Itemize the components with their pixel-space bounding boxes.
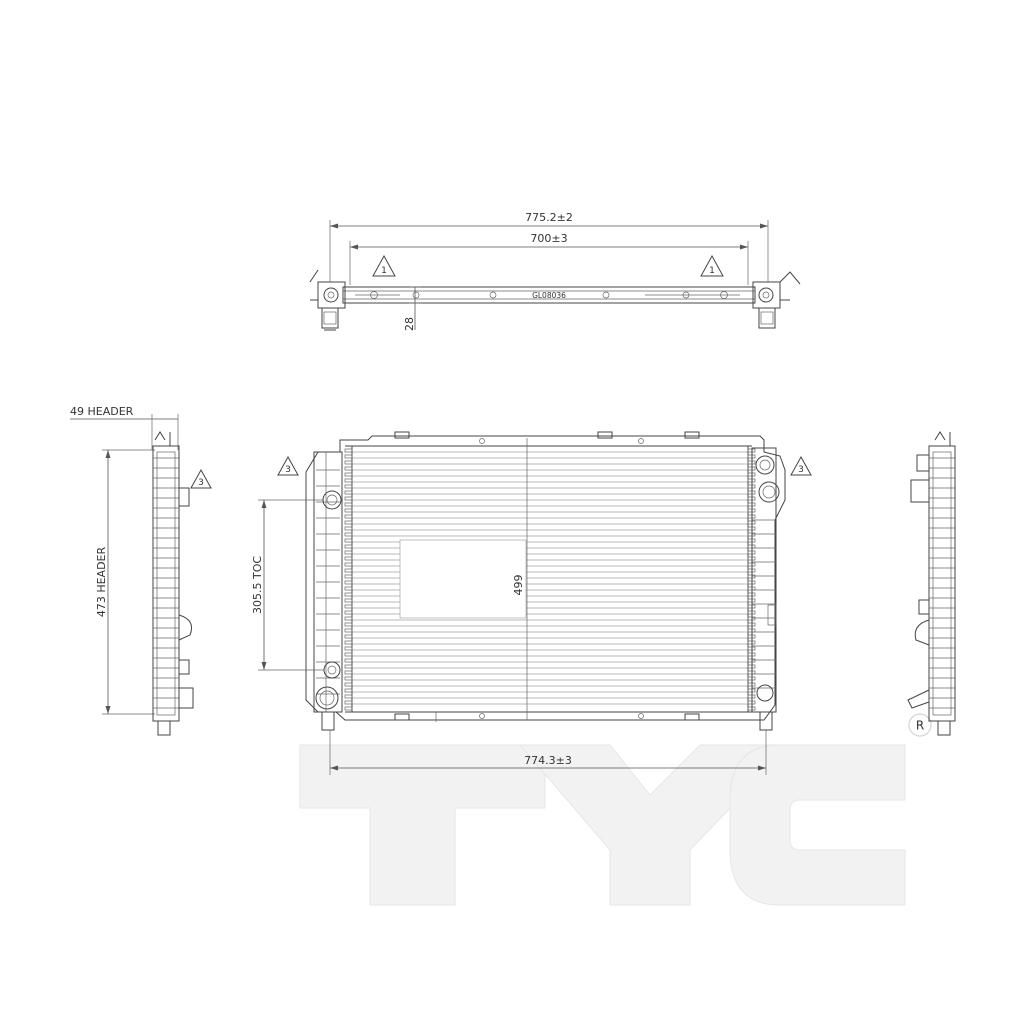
- drawing-rect: [344, 694, 353, 699]
- drawing-rect: [344, 478, 353, 483]
- drawing-rect: [344, 502, 353, 507]
- top-view: 775.2±2 700±3 1 1 GL08036: [309, 211, 801, 331]
- drawing-rect: [344, 676, 353, 681]
- drawing-rect: [344, 682, 353, 687]
- callout-triangle-3-left: [277, 455, 299, 476]
- dim-toc: 305.5 TOC: [251, 556, 264, 614]
- dim-overall-width-top: 775.2±2: [525, 211, 573, 224]
- dim-inner-width-top: 700±3: [530, 232, 567, 245]
- drawing-rect: [344, 556, 353, 561]
- tyc-watermark-logo: [299, 744, 906, 906]
- drawing-rect: [344, 484, 353, 489]
- left-tank-fitting-lower: [323, 661, 341, 679]
- drawing-rect: [344, 562, 353, 567]
- drawing-rect: [344, 532, 353, 537]
- drawing-rect: [344, 550, 353, 555]
- left-side-view: 49 HEADER 473 HEADER 3: [70, 405, 212, 736]
- drawing-rect: [344, 586, 353, 591]
- callout-triangle-1-right: [700, 254, 724, 277]
- callout-triangle-3-right: [790, 455, 812, 476]
- drawing-rect: [344, 574, 353, 579]
- drawing-rect: [344, 520, 353, 525]
- drawing-rect: [344, 622, 353, 627]
- drawing-rect: [344, 544, 353, 549]
- drawing-rect: [344, 490, 353, 495]
- callout-triangle-3-left-side: [190, 468, 212, 489]
- drawing-rect: [344, 664, 353, 669]
- drawing-rect: [344, 700, 353, 705]
- callout-3-left-label: 3: [285, 465, 291, 475]
- svg-text:R: R: [916, 719, 924, 733]
- drawing-rect: [344, 592, 353, 597]
- side-ribs-right: [929, 457, 955, 709]
- drawing-rect: [344, 652, 353, 657]
- drawing-rect: [344, 472, 353, 477]
- drawing-rect: [344, 658, 353, 663]
- drawing-rect: [344, 538, 353, 543]
- drawing-rect: [344, 526, 353, 531]
- drawing-rect: [344, 466, 353, 471]
- outlet-pipe-left: [315, 686, 339, 710]
- right-tank-fitting-lower: [756, 684, 774, 702]
- drawing-rect: [344, 514, 353, 519]
- side-ribs-left: [153, 457, 179, 709]
- dim-overall-width-bottom: 774.3±3: [524, 754, 572, 767]
- drawing-rect: [344, 508, 353, 513]
- drawing-rect: [344, 496, 353, 501]
- drawing-rect: [344, 628, 353, 633]
- dim-header-height: 473 HEADER: [95, 546, 108, 617]
- callout-3-side-label: 3: [198, 478, 204, 488]
- drawing-rect: [344, 568, 353, 573]
- callout-1-right-label: 1: [709, 266, 715, 276]
- left-tank-bands: [316, 469, 340, 695]
- part-code-label: GL08036: [532, 291, 566, 300]
- drawing-rect: [344, 604, 353, 609]
- callout-1-left-label: 1: [381, 266, 387, 276]
- drawing-rect: [344, 640, 353, 645]
- drawing-rect: [344, 610, 353, 615]
- registered-mark: R: [908, 713, 932, 737]
- drawing-rect: [344, 646, 353, 651]
- drawing-rect: [344, 580, 353, 585]
- right-tank-bands: [752, 519, 776, 689]
- drawing-rect: [344, 460, 353, 465]
- drawing-rect: [344, 448, 353, 453]
- callout-3-right-label: 3: [798, 465, 804, 475]
- dim-depth-top: 28: [403, 317, 416, 331]
- label-area: [399, 539, 527, 619]
- drawing-rect: [344, 454, 353, 459]
- drawing-rect: [344, 634, 353, 639]
- drawing-rect: [344, 598, 353, 603]
- drawing-rect: [344, 706, 353, 711]
- drawing-rect: [344, 670, 353, 675]
- callout-triangle-1-left: [372, 254, 396, 277]
- drawing-rect: [344, 688, 353, 693]
- dim-core-height: 499: [512, 575, 525, 596]
- right-side-view: [907, 431, 956, 736]
- right-tank-cap: [755, 455, 775, 475]
- dim-header-width: 49 HEADER: [70, 405, 134, 418]
- drawing-rect: [344, 616, 353, 621]
- front-view: 499: [251, 431, 812, 775]
- inlet-pipe-right: [758, 481, 780, 503]
